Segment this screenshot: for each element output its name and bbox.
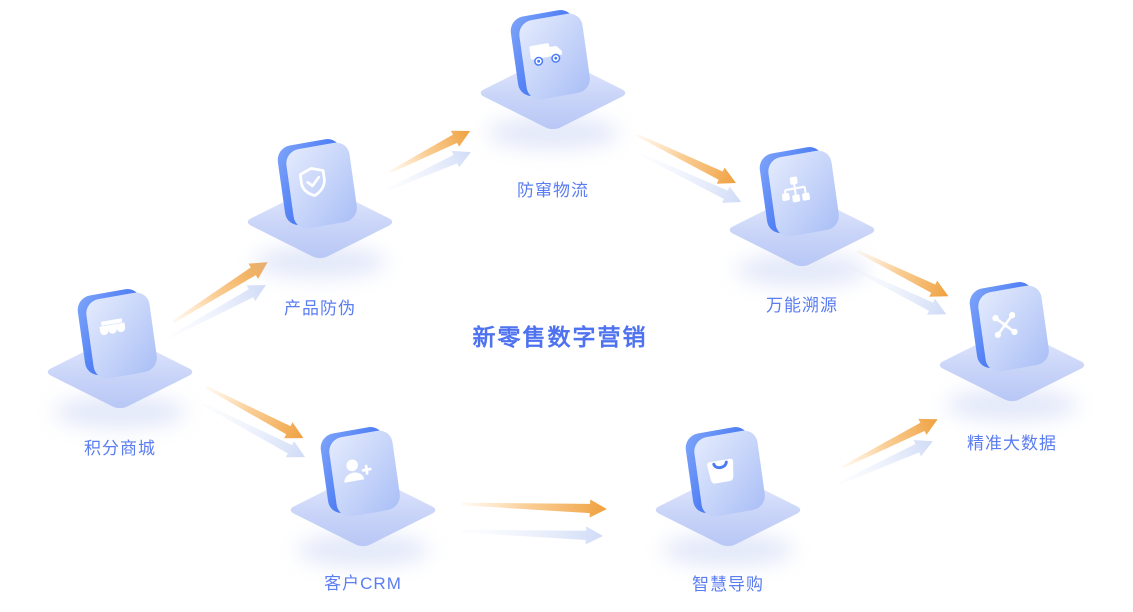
- node-label: 产品防伪: [284, 299, 356, 318]
- node-label: 防窜物流: [517, 181, 589, 200]
- shopping-bag-icon: [707, 458, 734, 484]
- tile-card: [275, 136, 351, 228]
- node-label: 精准大数据: [967, 434, 1057, 453]
- sitemap-icon: [781, 176, 811, 203]
- arrow-crm-to-guide-secondary: [459, 526, 603, 545]
- node-label: 客户CRM: [324, 574, 402, 593]
- tile-card: [683, 424, 759, 516]
- node-label: 积分商城: [84, 439, 156, 458]
- user-plus-icon: [344, 459, 372, 483]
- tile-card: [318, 424, 394, 516]
- network-nodes-icon: [992, 311, 1018, 339]
- truck-icon: [529, 43, 563, 66]
- shield-check-icon: [298, 167, 326, 197]
- tile-card: [75, 286, 151, 378]
- tile-card: [757, 144, 833, 236]
- node-label: 智慧导购: [692, 575, 764, 594]
- node-label: 万能溯源: [766, 296, 838, 315]
- arrow-crm-to-guide-primary: [461, 499, 607, 518]
- diagram-title: 新零售数字营销: [472, 324, 648, 350]
- arrow-anticounterfeit-to-logistics-primary: [389, 130, 471, 174]
- storefront-icon: [99, 318, 126, 336]
- tile-card: [508, 7, 584, 99]
- tile-card: [967, 279, 1043, 371]
